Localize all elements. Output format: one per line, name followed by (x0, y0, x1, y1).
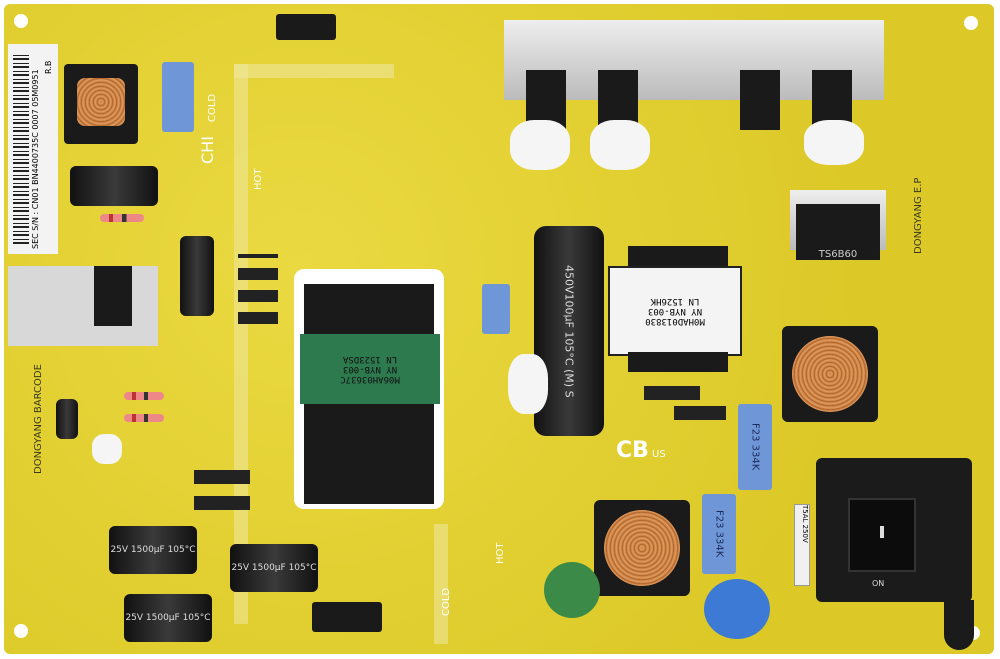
mounting-hole (964, 16, 978, 30)
chi-label: CHI (198, 136, 217, 164)
silicone-glue (804, 120, 864, 165)
diode (674, 406, 726, 420)
barcode-rev: R.B (44, 60, 53, 74)
common-mode-choke (782, 326, 878, 422)
bridge-rectifier: TS6B60 (796, 204, 880, 260)
diode (644, 386, 700, 400)
cb-mark: CB (616, 438, 649, 463)
hot-label: HOT (253, 168, 264, 191)
silicone-glue (590, 120, 650, 170)
heatsink (8, 266, 158, 346)
transformer-line: M0HAD013830 (645, 316, 705, 326)
x-capacitor: F23 334K (702, 494, 736, 574)
common-mode-choke (594, 500, 690, 596)
diode (194, 470, 250, 484)
transformer-line: LN 1526HK (650, 296, 700, 306)
capacitor-1500uf: 25V 1500µF 105°C (230, 544, 318, 592)
film-capacitor (482, 284, 510, 334)
capacitor (56, 399, 78, 439)
film-capacitor (162, 62, 194, 132)
pcb-board: SEC S/N : CN01 BN4400735C 0007 05M0951 R… (4, 4, 994, 654)
transformer-core (628, 246, 728, 266)
transformer-line: NY NYB-003 (647, 306, 703, 316)
isolation-gap (234, 64, 248, 624)
transformer-line: LN 1523DSA (342, 354, 398, 364)
switch-mark (880, 526, 884, 538)
us-mark: US (652, 449, 666, 460)
ic-chips (238, 254, 278, 324)
transformer-core (628, 352, 728, 372)
on-label: ON (872, 579, 885, 588)
inductor (64, 64, 138, 144)
hot-label: HOT (495, 542, 506, 565)
capacitor-1500uf: 25V 1500µF 105°C (124, 594, 212, 642)
diode (194, 496, 250, 510)
standby-transformer: M0HAD013830 NY NYB-003 LN 1526HK (608, 266, 742, 356)
barcode-text: SEC S/N : CN01 BN4400735C 0007 05M0951 (31, 69, 40, 249)
silicone-glue (508, 354, 548, 414)
silicone-glue (510, 120, 570, 170)
transformer-line: NY NYB-003 (342, 364, 398, 374)
barcode-bars (13, 54, 29, 244)
varistor (704, 579, 770, 639)
capacitor (180, 236, 214, 316)
x-capacitor: F23 334K (738, 404, 772, 490)
transformer-label: M06AH03637C NY NYB-003 LN 1523DSA (300, 334, 440, 404)
dongyang-ep-label: DONGYANG E.P (913, 177, 924, 254)
barcode-label: SEC S/N : CN01 BN4400735C 0007 05M0951 R… (8, 44, 58, 254)
mounting-hole (14, 624, 28, 638)
cold-label: COLD (207, 93, 218, 122)
power-socket: ON (816, 458, 972, 602)
cold-label: COLD (441, 587, 452, 616)
ntc-thermistor (544, 562, 600, 618)
connector (276, 14, 336, 40)
dongyang-barcode-label: DONGYANG BARCODE (33, 364, 44, 474)
capacitor-1500uf: 25V 1500µF 105°C (109, 526, 197, 574)
resistor (100, 214, 144, 222)
mosfet (740, 70, 780, 130)
socket-tab (944, 600, 974, 650)
capacitor (70, 166, 158, 206)
resistor (124, 414, 164, 422)
isolation-gap (234, 64, 394, 78)
mounting-hole (14, 14, 28, 28)
rectifier-marking: TS6B60 (818, 249, 858, 260)
resistor (124, 392, 164, 400)
connector (312, 602, 382, 632)
transformer-line: M06AH03637C (340, 374, 400, 384)
fuse: T5AL 250V (794, 504, 810, 586)
silicone-glue (92, 434, 122, 464)
power-switch[interactable] (848, 498, 916, 572)
isolation-gap (434, 524, 448, 644)
